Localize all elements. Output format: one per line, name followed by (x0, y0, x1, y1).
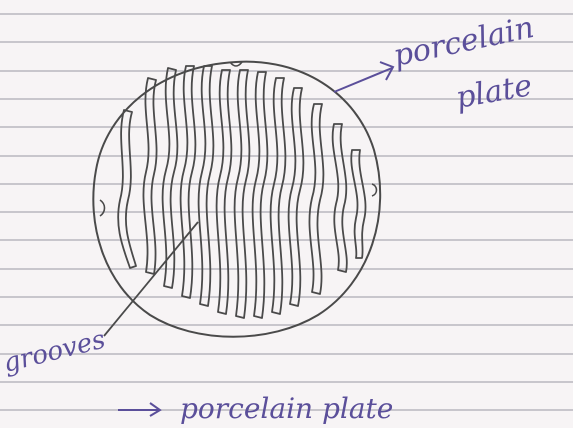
plate-pointer-arrow (334, 62, 393, 92)
groove-12 (333, 124, 347, 272)
groove-9 (271, 78, 286, 314)
plate-label-line2: plate (453, 68, 534, 116)
groove-6 (217, 70, 232, 314)
plate-left-mark (100, 200, 105, 216)
groove-8 (253, 72, 268, 318)
grooves (118, 66, 365, 318)
groove-1 (118, 110, 136, 268)
caption-label: porcelain plate (180, 392, 393, 425)
groove-5 (199, 66, 214, 306)
plate-edge-mark (372, 184, 377, 196)
caption-arrow (118, 403, 160, 416)
groove-10 (289, 88, 304, 306)
groove-13 (351, 150, 365, 258)
groove-2 (143, 78, 156, 274)
plate-label-line1: porcelain (390, 10, 537, 74)
groove-7 (235, 70, 250, 318)
groove-11 (309, 104, 323, 294)
groove-4 (181, 66, 196, 298)
grooves-label: grooves (0, 325, 108, 379)
